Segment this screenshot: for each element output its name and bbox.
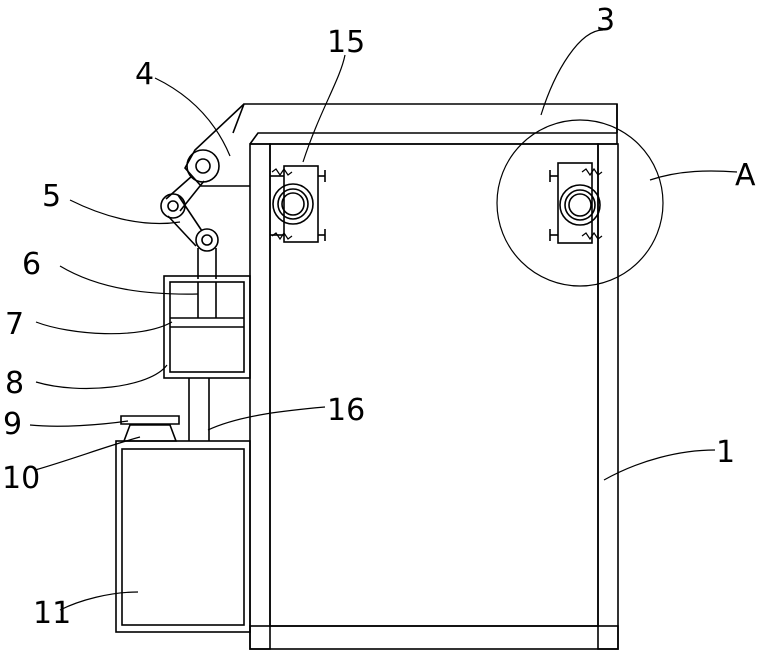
label-1: 1: [716, 435, 735, 470]
label-7: 7: [5, 307, 24, 342]
label-9: 9: [3, 407, 22, 442]
hinge-linkage: [161, 104, 250, 251]
label-4: 4: [135, 57, 154, 92]
lid: [233, 104, 617, 144]
label-8: 8: [5, 366, 24, 401]
container: [116, 416, 250, 632]
clamp-right: [550, 163, 602, 243]
label-6: 6: [22, 247, 41, 282]
label-A: A: [735, 158, 756, 193]
label-15: 15: [327, 25, 365, 60]
detail-circle-a: [497, 120, 663, 286]
label-3: 3: [596, 3, 615, 38]
label-5: 5: [42, 179, 61, 214]
clamp-left: [270, 166, 325, 242]
leader-lines: [30, 30, 737, 610]
label-11: 11: [33, 596, 71, 631]
reference-numerals: 3 15 4 5 6 7 8 9 10 11 16 A 1: [2, 3, 756, 631]
support-column: [189, 378, 209, 441]
label-16: 16: [327, 393, 365, 428]
label-10: 10: [2, 461, 40, 496]
cylinder: [164, 248, 250, 378]
